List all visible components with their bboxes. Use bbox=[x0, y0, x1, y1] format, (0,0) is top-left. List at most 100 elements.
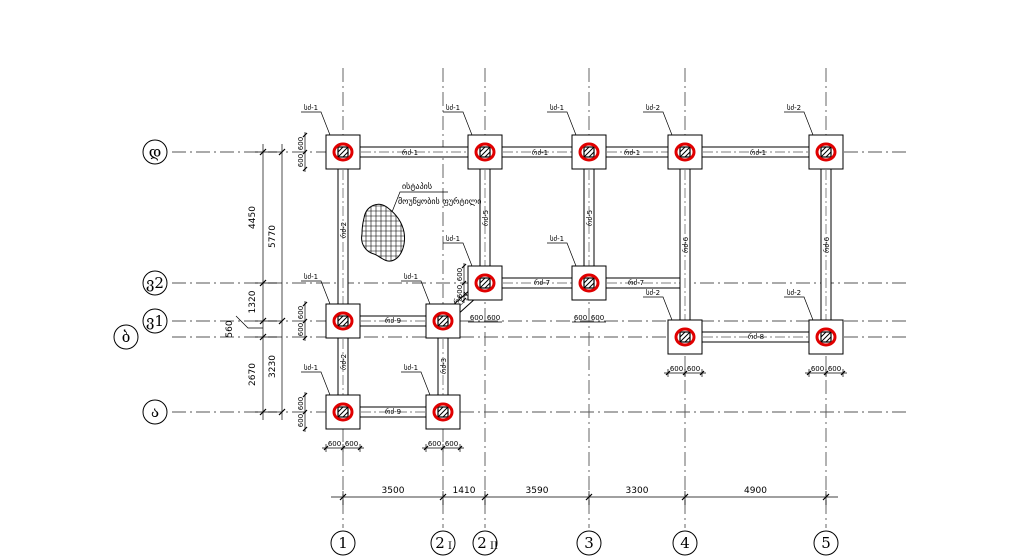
dim-tick bbox=[302, 132, 308, 138]
footing-tag-f-c2I-rA: სძ-1 bbox=[401, 364, 431, 396]
footing-tag-leader bbox=[443, 242, 473, 267]
dim-tick bbox=[806, 370, 812, 376]
column-hatch bbox=[337, 406, 344, 413]
grid-bubble-circle bbox=[430, 530, 456, 556]
dim-tick bbox=[259, 317, 267, 325]
footing-f-c4-rB bbox=[667, 319, 703, 355]
dim-value: 600 bbox=[297, 323, 305, 336]
column-hatch bbox=[588, 282, 595, 289]
dim-tick bbox=[699, 370, 705, 376]
footing-tag-leader bbox=[301, 111, 331, 136]
note-leader bbox=[391, 191, 448, 213]
grid-sublabel: I bbox=[448, 541, 452, 552]
dim-value: 5770 bbox=[268, 225, 278, 248]
dim-value: 600 bbox=[445, 440, 458, 448]
footing-tag-f-c3-rD: სძ-1 bbox=[547, 104, 577, 136]
footing-f-c2I-rV1 bbox=[425, 303, 461, 339]
grid-sublabel: II bbox=[490, 541, 498, 552]
dim-value: 2670 bbox=[248, 363, 258, 386]
footing-f-c3-rV2 bbox=[571, 265, 607, 301]
dim-value: 600 bbox=[328, 440, 341, 448]
dim-value: 600 bbox=[828, 365, 841, 373]
grid-label: 5 bbox=[821, 534, 831, 552]
footing-tag: სძ-2 bbox=[646, 289, 660, 297]
beam-body bbox=[589, 278, 685, 288]
beam-tag: რძ-2 bbox=[339, 354, 348, 370]
grid-bubble-circle bbox=[142, 308, 168, 334]
beam-tag: რძ-1 bbox=[402, 148, 418, 157]
beam-tag: რძ-3 bbox=[439, 358, 448, 374]
column-hatch bbox=[820, 146, 832, 158]
footing-f-c2II-rV2 bbox=[467, 265, 503, 301]
grid-label: 3 bbox=[584, 534, 594, 552]
grid-label: ვ2 bbox=[146, 274, 164, 292]
column-hatch bbox=[484, 282, 491, 289]
column-hatch bbox=[679, 331, 686, 338]
beam-body bbox=[685, 147, 826, 157]
dim-tick bbox=[439, 493, 447, 501]
footing-tag-leader bbox=[443, 111, 473, 136]
dim-tick bbox=[302, 166, 308, 172]
beam-b1: რძ-1 bbox=[343, 146, 485, 158]
highlight-circle bbox=[432, 311, 454, 331]
footing-f-c2I-rA bbox=[425, 394, 461, 430]
footing-f-c5-rD bbox=[808, 134, 844, 170]
grid-label: 4 bbox=[680, 534, 690, 552]
column-hatch bbox=[442, 320, 449, 327]
dim-tick bbox=[461, 297, 467, 303]
grid-bubble-circle bbox=[672, 530, 698, 556]
dim-tick bbox=[278, 408, 286, 416]
footing-tag: სძ-1 bbox=[446, 104, 460, 112]
footing-tag-f-c1-rV1: სძ-1 bbox=[301, 273, 331, 305]
grid-label: ა bbox=[151, 403, 159, 421]
footing-tag-leader bbox=[784, 296, 814, 321]
grid-bubble-rA: ა bbox=[142, 399, 168, 425]
dim-value: 3590 bbox=[526, 486, 549, 496]
dim-value: 600 bbox=[297, 137, 305, 150]
footing-tag-leader bbox=[643, 111, 673, 136]
column-hatch bbox=[679, 146, 686, 153]
footing-tag: სძ-1 bbox=[304, 104, 318, 112]
footing-tag: სძ-1 bbox=[304, 273, 318, 281]
beam-b4: რძ-1 bbox=[685, 146, 826, 158]
footing-tag: სძ-1 bbox=[404, 364, 418, 372]
highlight-circle bbox=[332, 311, 354, 331]
highlight-circle bbox=[432, 402, 454, 422]
dim-value: 600 bbox=[456, 285, 464, 298]
dim-tick bbox=[423, 445, 429, 451]
dim-tick bbox=[585, 493, 593, 501]
dim-value: 600 bbox=[297, 154, 305, 167]
dim-tick bbox=[357, 445, 363, 451]
beam-body bbox=[343, 147, 485, 157]
note-line2: მოუწყობის ფურტილი bbox=[398, 196, 481, 206]
footing-tag-f-c2II-rV2: სძ-1 bbox=[443, 235, 473, 267]
footing-tag-leader bbox=[643, 296, 673, 321]
beam-tag: რძ-6 bbox=[822, 236, 831, 253]
beam-tag: რძ-7 bbox=[534, 278, 550, 287]
column-hatch bbox=[437, 315, 444, 322]
column-hatch bbox=[583, 277, 590, 284]
column-hatch bbox=[583, 277, 595, 289]
column-hatch bbox=[442, 411, 449, 418]
beam-body bbox=[338, 152, 348, 321]
column-hatch bbox=[337, 315, 344, 322]
column-hatch bbox=[484, 151, 491, 158]
dim-value: 600 bbox=[345, 440, 358, 448]
highlight-circle bbox=[578, 142, 600, 162]
beam-body bbox=[480, 152, 490, 283]
beam-tag: რძ-9 bbox=[385, 316, 401, 325]
footing-tag: სძ-2 bbox=[787, 104, 801, 112]
grid-bubble-circle bbox=[142, 270, 168, 296]
dim-leader bbox=[235, 315, 263, 329]
footing-pad bbox=[667, 134, 703, 170]
footing-tag-leader bbox=[401, 280, 431, 305]
footing-tag: სძ-1 bbox=[304, 364, 318, 372]
